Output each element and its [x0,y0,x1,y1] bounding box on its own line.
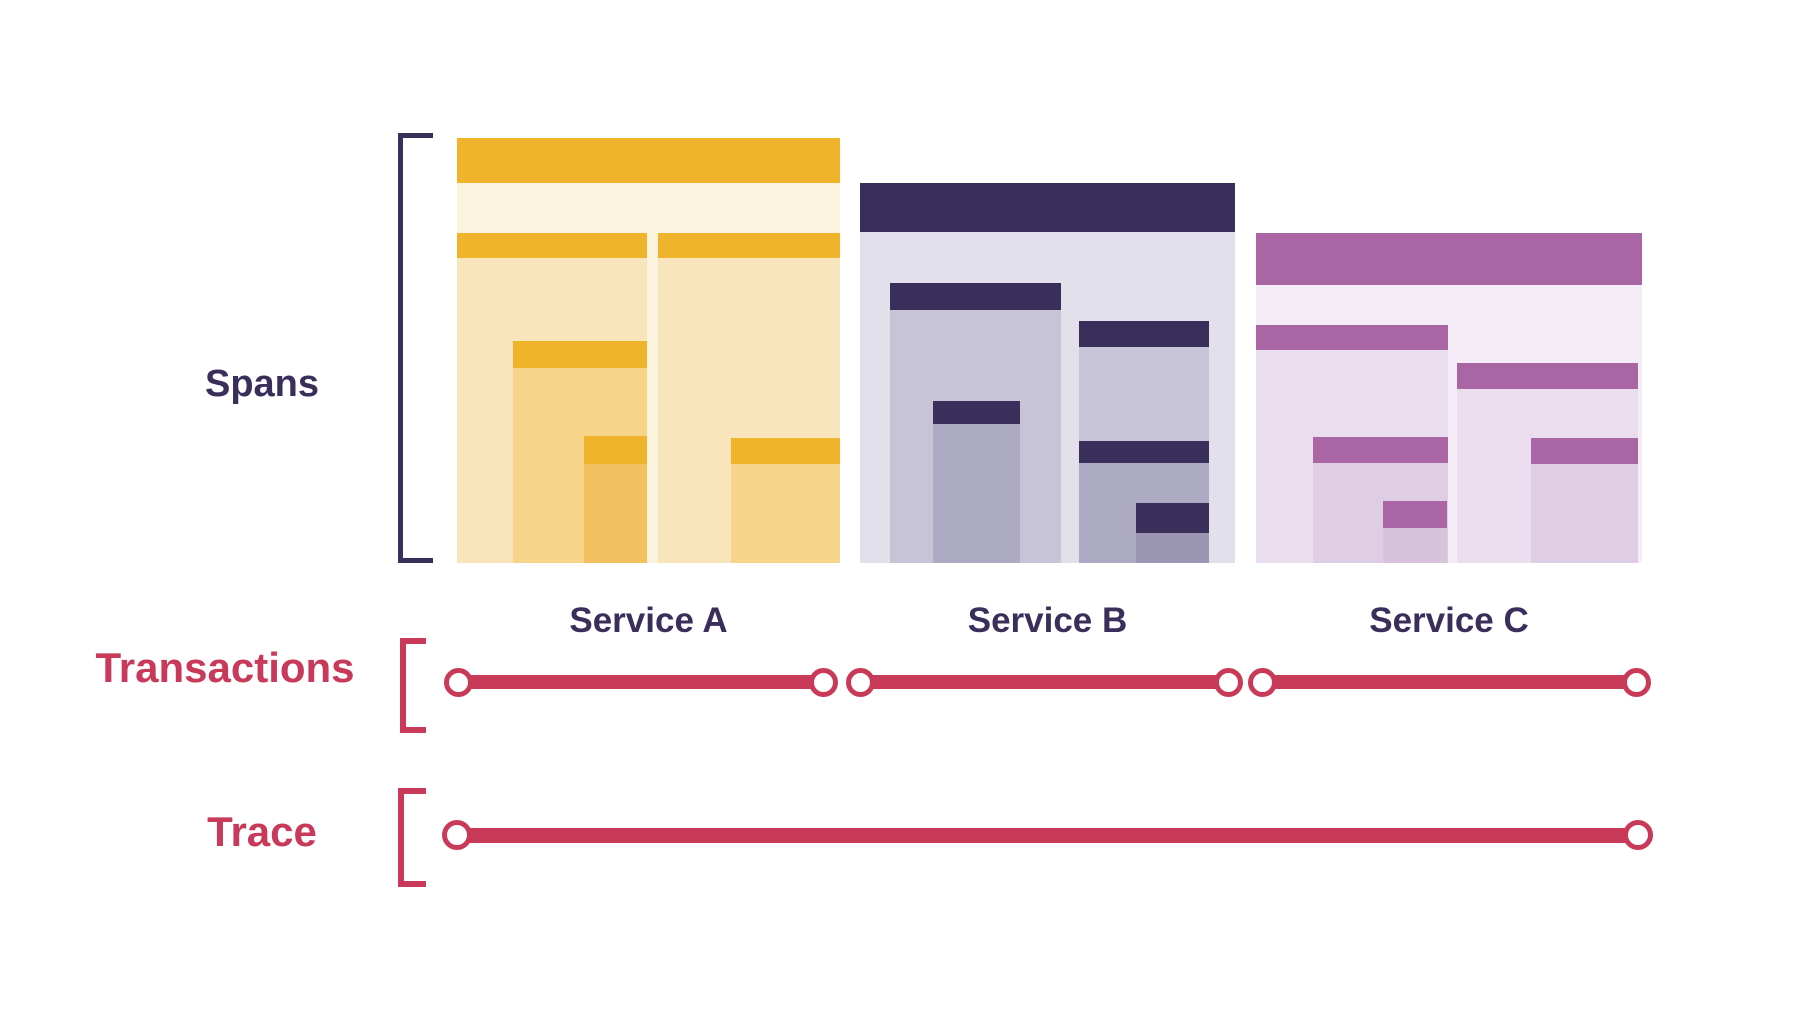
span-duration-bar [1531,438,1638,472]
transaction-start-marker [845,667,875,697]
transaction-start-marker [443,667,473,697]
span-rect [731,438,840,563]
span-duration-bar [1079,321,1209,355]
transaction-start-marker [1247,667,1277,697]
span-rect [1383,501,1447,563]
span-duration-bar [1383,501,1447,536]
span-duration-bar [1256,325,1448,358]
span-duration-bar [1136,503,1209,541]
span-rect [933,401,1020,563]
span-duration-bar [584,436,647,472]
span-duration-bar [513,341,647,376]
service-label: Service A [569,601,728,640]
span-duration-bar [1313,437,1448,471]
span-duration-bar [1457,363,1638,397]
span-body [584,464,647,563]
spans-bracket [398,133,433,563]
span-body [1136,533,1209,563]
trace-start-marker [442,820,472,850]
service-label: Service C [1369,601,1529,640]
trace-bracket [398,788,426,887]
transaction-line [458,675,823,689]
span-duration-bar [860,183,1235,240]
transactions-bracket [400,638,426,733]
trace-line [457,827,1638,843]
transactions-row-label: Transactions [95,644,355,691]
span-duration-bar [658,233,840,266]
span-body [1383,528,1447,563]
span-duration-bar [457,233,647,266]
span-duration-bar [1079,441,1209,471]
transaction-line [860,675,1228,689]
span-rect [1136,503,1209,563]
span-body [1531,464,1638,563]
span-duration-bar [890,283,1061,318]
trace-end-marker [1623,820,1653,850]
span-rect [1531,438,1638,563]
trace-row-label: Trace [207,808,317,855]
spans-row-label: Spans [204,363,320,405]
span-body [731,464,840,563]
service-label: Service B [967,601,1128,640]
transaction-line [1262,675,1636,689]
transaction-end-marker [808,667,838,697]
transaction-end-marker [1213,667,1243,697]
span-rect [584,436,647,563]
span-body [933,424,1020,563]
span-duration-bar [933,401,1020,432]
span-duration-bar [731,438,840,472]
span-duration-bar [1256,233,1642,293]
transaction-end-marker [1621,667,1651,697]
span-duration-bar [457,138,840,191]
